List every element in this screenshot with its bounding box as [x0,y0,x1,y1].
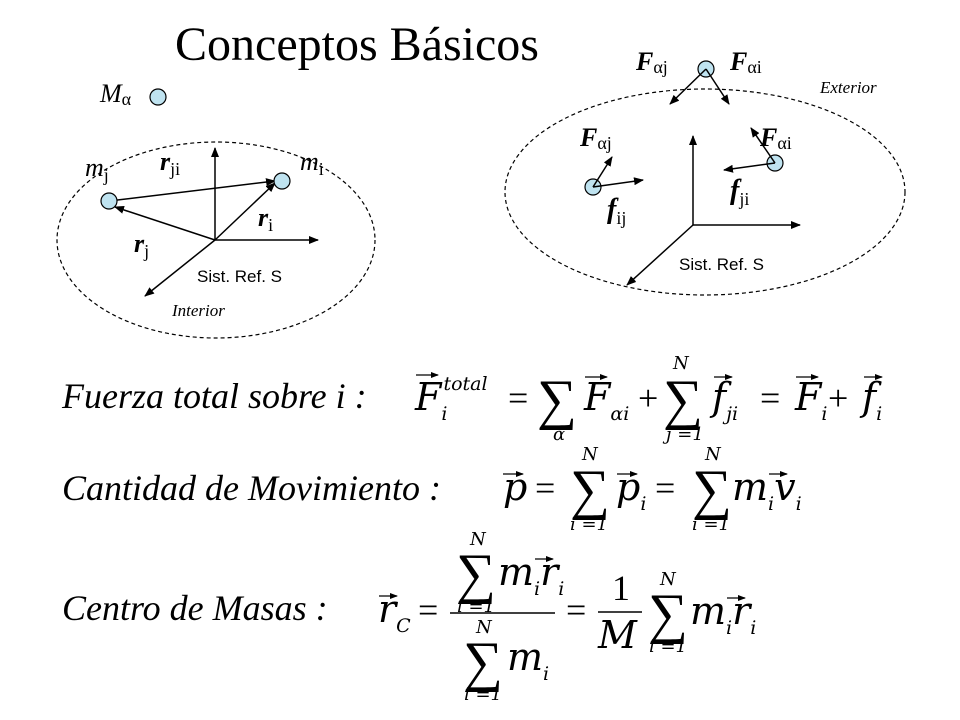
force-f-ij [592,177,644,188]
force-alpha-j-external [669,68,707,105]
interior-axis-y [144,239,216,297]
r-i-label: ri [258,203,273,235]
f-alpha-i-label: Fαi [759,123,792,153]
f-alpha-j-top-label: Fαj [635,47,668,77]
eq2-sum-i1-1: i =1 [570,514,608,535]
eq2-equals-1: = [535,468,555,508]
f-alpha-j-label: Fαj [579,123,612,153]
f-ji-label: fji [730,175,749,209]
eq1-f-alpha-i: Fαi [583,375,629,425]
equation-center-of-mass: Centro de Masas : rC = N ∑ i =1 miri N ∑… [62,529,756,705]
eq3-r-c: rC [378,587,411,637]
eq1-f-total: Fitotal [414,373,488,425]
eq3-sum: ∑ [648,583,688,645]
eq1-sum-1: ∑ [537,369,577,431]
eq2-sum-N-1: N [581,444,599,465]
eq1-label: Fuerza total sobre i : [61,376,367,416]
m-i-label: mi [300,147,324,179]
force-alpha-j [592,156,613,188]
interior-label: Interior [171,301,225,320]
eq1-f-i: Fi [794,375,827,425]
vector-r-j [114,206,216,241]
exterior-label: Exterior [819,78,877,97]
eq3-den-sum-i1: i =1 [464,684,502,705]
eq2-label: Cantidad de Movimiento : [62,468,441,508]
eq3-equals-2: = [566,590,586,630]
interior-diagram: Mα mj mi rji ri rj Sist. Ref. S Inter [56,79,376,339]
eq3-num-sum-i1: i =1 [457,596,495,617]
page-title: Conceptos Básicos [175,18,539,71]
eq1-f-ji: fji [709,375,738,425]
eq2-equals-2: = [655,468,675,508]
vector-r-i [214,182,276,241]
eq1-sum-2: ∑ [663,369,703,431]
f-ij-label: fij [607,194,626,228]
eq3-m-i-r-i: miri [690,589,756,639]
eq2-sum-1: ∑ [570,459,610,521]
interior-boundary [56,141,376,339]
eq3-one: 1 [612,568,630,608]
particle-j [100,192,118,210]
r-j-label: rj [134,229,149,261]
eq2-sum-i1-2: i =1 [692,514,730,535]
eq2-sum-N-2: N [704,444,722,465]
eq1-plus-1: + [638,378,658,418]
eq1-sum-alpha: α [553,424,565,445]
eq3-equals-1: = [418,590,438,630]
force-f-ji [723,162,776,173]
m-alpha-label: Mα [99,79,132,109]
eq3-M: M [597,613,638,657]
eq3-den-sum: ∑ [463,631,503,693]
exterior-ref-label: Sist. Ref. S [679,255,764,274]
exterior-axis-y [626,224,694,286]
eq3-den-sum-N: N [475,617,493,638]
eq1-sum-N: N [672,353,690,374]
interior-ref-label: Sist. Ref. S [197,267,282,286]
eq2-m-i-v-i: mivi [732,465,802,515]
eq3-sum-i1: i =1 [649,636,687,657]
vector-r-ji [108,178,276,202]
eq2-sum-2: ∑ [692,459,732,521]
eq1-f-small-i: fi [859,375,882,425]
eq3-den-m-i: mi [507,635,549,685]
eq1-equals-1: = [508,378,528,418]
equation-total-force: Fuerza total sobre i : Fitotal = ∑ α Fαi… [61,353,883,445]
particle-i [273,172,291,190]
eq1-sum-j1: j =1 [662,424,704,445]
eq2-p-i: pi [616,465,646,515]
eq2-p: p [503,465,527,509]
force-alpha-i [750,127,776,164]
force-alpha-i-external [705,68,730,105]
r-ji-label: rji [160,147,180,179]
exterior-diagram: Fαj Fαi Exterior Fαj Fαi fij fji Sist. R… [504,47,906,296]
exterior-boundary [504,88,906,296]
eq3-num-sum-N: N [469,529,487,550]
eq3-num-m-i-r-i: miri [498,550,564,600]
eq1-plus-2: + [828,378,848,418]
eq3-sum-N: N [659,569,677,590]
eq3-label: Centro de Masas : [62,588,328,628]
eq3-num-sum: ∑ [456,543,496,605]
m-j-label: mj [85,153,109,185]
mass-alpha-particle [149,88,167,106]
eq1-equals-2: = [760,378,780,418]
equation-momentum: Cantidad de Movimiento : p = N ∑ i =1 pi… [62,444,802,535]
f-alpha-i-top-label: Fαi [729,47,762,77]
